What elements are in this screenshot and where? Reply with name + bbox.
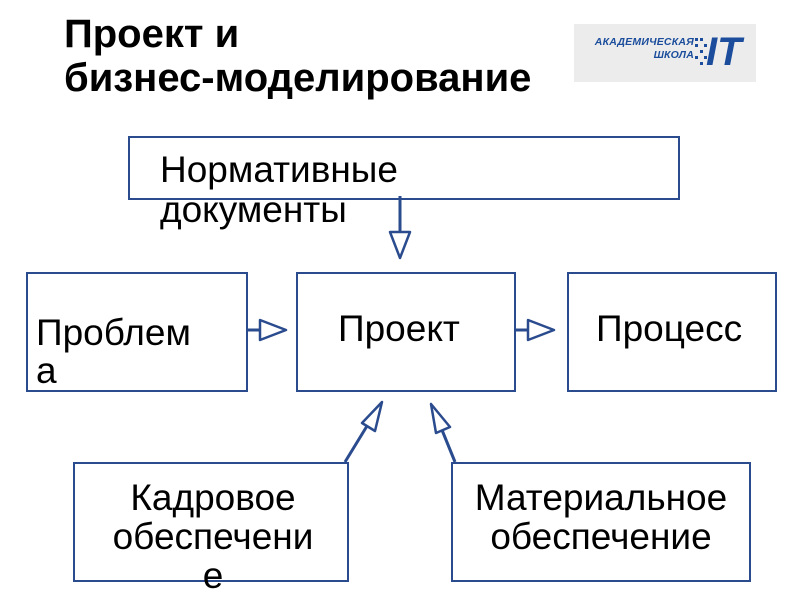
staffing-label: Кадровое обеспечени е: [88, 478, 338, 595]
staffing-label-line-3: е: [202, 555, 224, 596]
arrow-head-staffing-to-project: [360, 400, 384, 433]
logo-mark: IT: [706, 30, 742, 74]
arrow-staffing-to-project: [343, 425, 369, 463]
normative-documents-label: Нормативные документы: [160, 150, 398, 230]
arrow-head-normative-to-project: [388, 230, 412, 260]
slide-title: Проект и бизнес-моделирование: [64, 12, 531, 100]
logo: АКАДЕМИЧЕСКАЯ ШКОЛА IT: [574, 24, 756, 82]
logo-text-line-1: АКАДЕМИЧЕСКАЯ: [594, 36, 694, 48]
normative-documents-label-line-1: Нормативные: [160, 149, 398, 190]
problem-label-line-1: Проблем: [36, 312, 191, 353]
arrow-material-to-project: [440, 429, 457, 463]
logo-text: АКАДЕМИЧЕСКАЯ ШКОЛА: [582, 36, 694, 62]
normative-documents-label-line-2: документы: [160, 189, 347, 230]
logo-dots-icon: [695, 38, 707, 65]
arrow-head-project-to-process: [526, 318, 556, 342]
staffing-box: [73, 462, 349, 582]
problem-label-line-2: а: [36, 350, 57, 391]
material-label-line-2: обеспечение: [490, 516, 712, 557]
project-box: [296, 272, 516, 392]
material-box: [451, 462, 751, 582]
process-box: [567, 272, 777, 392]
logo-text-line-2: ШКОЛА: [653, 49, 694, 61]
arrow-head-problem-to-project: [258, 318, 288, 342]
material-label: Материальное обеспечение: [452, 478, 750, 556]
slide-title-line-2: бизнес-моделирование: [64, 56, 532, 100]
slide-title-line-1: Проект и: [64, 12, 240, 56]
staffing-label-line-1: Кадровое: [130, 477, 296, 518]
staffing-label-line-2: обеспечени: [112, 516, 314, 557]
problem-label: Проблем а: [36, 314, 191, 390]
arrow-head-material-to-project: [429, 402, 452, 435]
material-label-line-1: Материальное: [474, 477, 728, 518]
project-label: Проект: [338, 308, 460, 349]
normative-documents-box: [128, 136, 680, 200]
problem-box: [26, 272, 248, 392]
process-label: Процесс: [596, 308, 743, 349]
